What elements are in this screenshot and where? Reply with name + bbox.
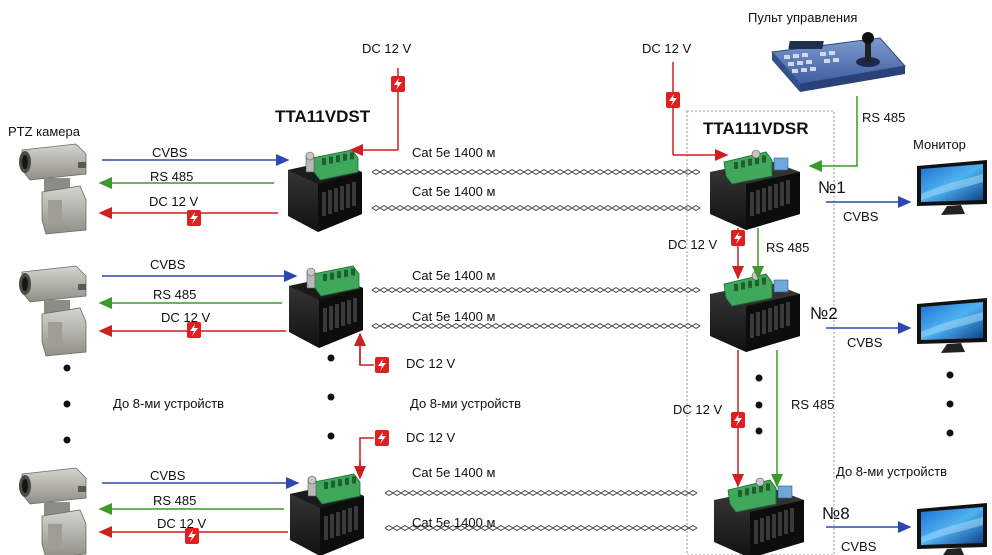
tx2-power-label: DC 12 V (406, 356, 456, 371)
ptz-camera-icon (19, 467, 87, 555)
monitor8-cvbs-label: CVBS (841, 539, 877, 554)
tx1-power-label: DC 12 V (362, 41, 412, 56)
receiver-number-8: №8 (822, 504, 850, 523)
more-monitors-label: До 8-ми устройств (836, 464, 948, 479)
power-bolt-icon (187, 322, 201, 338)
cable-wire (371, 287, 701, 293)
transmitter-device-icon (290, 473, 364, 555)
cable-wire (384, 490, 698, 496)
receiver-device-icon (710, 271, 800, 352)
cable8b-label: Cat 5e 1400 м (412, 515, 496, 530)
receiver-model-label: TTA111VDSR (703, 119, 809, 138)
cam1-power-label: DC 12 V (149, 194, 199, 209)
cable-wire (371, 169, 701, 175)
cam8-power-label: DC 12 V (157, 516, 207, 531)
power-bolt-icon (185, 528, 199, 544)
monitor2-cvbs-label: CVBS (847, 335, 883, 350)
power-bolt-icon (375, 357, 389, 373)
power-bolt-icon (731, 230, 745, 246)
transmitter-device-icon (288, 149, 362, 232)
receiver-device-icon (710, 149, 800, 230)
cable-wire (371, 323, 701, 329)
transmitter-model-label: TTA11VDST (275, 107, 371, 126)
cam2-rs485-label: RS 485 (153, 287, 197, 302)
cable1b-label: Cat 5e 1400 м (412, 184, 496, 199)
cable2b-label: Cat 5e 1400 м (412, 309, 496, 324)
chain-power-label-2: DC 12 V (673, 402, 723, 417)
power-bolt-icon (391, 76, 405, 92)
ptz-camera-icon (19, 143, 87, 235)
power-bolt-icon (731, 412, 745, 428)
tx8-power-label: DC 12 V (406, 430, 456, 445)
cam8-rs485-label: RS 485 (153, 493, 197, 508)
camera-label: PTZ камера (8, 124, 80, 139)
cam1-cvbs-label: CVBS (152, 145, 188, 160)
cam2-cvbs-label: CVBS (150, 257, 186, 272)
cable8a-label: Cat 5e 1400 м (412, 465, 496, 480)
monitor-icon (917, 503, 987, 555)
cam1-rs485-label: RS 485 (150, 169, 194, 184)
rx1-power-label: DC 12 V (642, 41, 692, 56)
monitor1-cvbs-label: CVBS (843, 209, 879, 224)
power-bolt-icon (187, 210, 201, 226)
monitor-icon (917, 160, 987, 215)
chain-rs485-label-1: RS 485 (766, 240, 810, 255)
cable-wire (371, 323, 701, 329)
cable-wire (384, 490, 698, 496)
ptz-camera-icon (19, 265, 87, 357)
more-transmitters-label: До 8-ми устройств (410, 396, 522, 411)
cable-wire (371, 205, 701, 211)
cable-wire (384, 525, 698, 531)
chain-rs485-label-2: RS 485 (791, 397, 835, 412)
power-bolt-icon (666, 92, 680, 108)
chain-power-label-1: DC 12 V (668, 237, 718, 252)
receiver-group-frame (686, 110, 835, 555)
cable1a-label: Cat 5e 1400 м (412, 145, 496, 160)
ellipsis-dots (63, 354, 954, 444)
cable2a-label: Cat 5e 1400 м (412, 268, 496, 283)
cam2-power-label: DC 12 V (161, 310, 211, 325)
receiver-device-icon (714, 477, 804, 555)
cable-wire (384, 525, 698, 531)
more-cameras-label: До 8-ми устройств (113, 396, 225, 411)
receiver-number-2: №2 (810, 304, 838, 323)
console-rs485-label: RS 485 (862, 110, 906, 125)
control-console-icon (771, 32, 906, 92)
console-rs485-arrow (808, 96, 858, 172)
twisted-pair-cables (371, 169, 701, 531)
receiver-number-1: №1 (818, 178, 846, 197)
tx2-power-feed-line (359, 335, 374, 366)
monitor-icon (917, 298, 987, 353)
power-bolt-icon (375, 430, 389, 446)
tx8-power-feed-line (359, 437, 374, 475)
transmitter-device-icon (289, 265, 363, 348)
cable-wire (371, 169, 701, 175)
monitor-label: Монитор (913, 137, 966, 152)
cable-wire (371, 287, 701, 293)
console-label: Пульт управления (748, 10, 858, 25)
cam8-cvbs-label: CVBS (150, 468, 186, 483)
cable-wire (371, 205, 701, 211)
